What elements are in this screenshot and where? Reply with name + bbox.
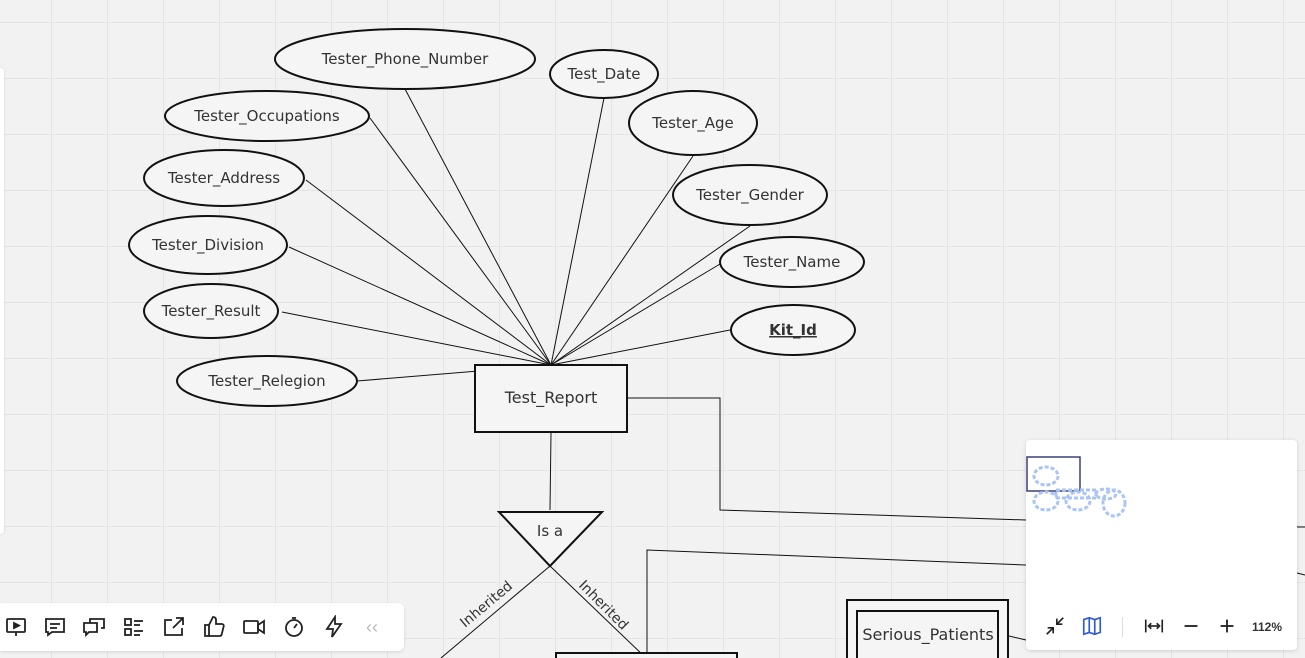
divider: [1122, 617, 1123, 637]
attributes: Tester_Phone_Number Test_Date Tester_Occ…: [128, 28, 865, 407]
attribute-label: Tester_Result: [161, 302, 261, 321]
attribute-label: Tester_Division: [151, 236, 264, 255]
left-side-panel[interactable]: [0, 68, 4, 534]
attribute-label: Tester_Age: [651, 114, 733, 133]
collapse-toolbar-button[interactable]: ‹‹: [366, 617, 378, 637]
attribute-occupations[interactable]: Tester_Occupations: [164, 90, 370, 142]
zoom-level[interactable]: 112%: [1252, 620, 1283, 634]
comment-icon[interactable]: [43, 615, 69, 641]
connector-kit: [550, 329, 731, 366]
isa-triangle[interactable]: Is a: [496, 511, 605, 568]
attribute-label: Tester_Relegion: [207, 372, 325, 391]
attribute-gender[interactable]: Tester_Gender: [672, 164, 828, 226]
zoom-out-icon[interactable]: [1180, 615, 1204, 639]
connector-relationship-2: [646, 549, 1027, 658]
connector-occupations: [369, 117, 552, 366]
zoom-controls: 112%: [1026, 611, 1297, 643]
connector-division: [288, 246, 552, 366]
attribute-label: Tester_Name: [743, 253, 841, 272]
connector-inherited-right: [549, 565, 647, 658]
present-icon[interactable]: [4, 615, 30, 641]
connector-relationship-2b: [1296, 572, 1305, 576]
attribute-division[interactable]: Tester_Division: [128, 215, 288, 275]
bolt-icon[interactable]: [322, 615, 348, 641]
bottom-toolbar: ‹‹: [0, 603, 404, 651]
attribute-label: Tester_Gender: [695, 186, 805, 205]
entity-test-report[interactable]: Test_Report: [474, 364, 628, 433]
attribute-date[interactable]: Test_Date: [549, 49, 659, 99]
attribute-relegion[interactable]: Tester_Relegion: [176, 355, 358, 407]
connector-gender: [550, 225, 751, 366]
connector-phone: [404, 88, 552, 366]
video-icon[interactable]: [242, 615, 268, 641]
zoom-in-icon[interactable]: [1216, 615, 1240, 639]
attribute-result[interactable]: Tester_Result: [143, 283, 279, 339]
connector-serious: [1008, 635, 1027, 641]
connector-name: [550, 263, 721, 366]
collapse-minimap-icon[interactable]: [1044, 615, 1068, 639]
attribute-label: Tester_Address: [167, 169, 280, 188]
connector-result: [281, 311, 552, 366]
connector-isa: [549, 432, 552, 511]
connector-age: [550, 155, 694, 366]
attribute-connectors: [281, 88, 1305, 658]
entity-label: Serious_Patients: [862, 625, 993, 645]
attribute-address[interactable]: Tester_Address: [143, 149, 305, 207]
attribute-phone[interactable]: Tester_Phone_Number: [274, 28, 536, 90]
entity-label: Test_Report: [504, 388, 598, 408]
entity-serious-patients[interactable]: Serious_Patients: [846, 599, 1009, 658]
minimap-viewport[interactable]: [1026, 456, 1081, 492]
connector-address: [305, 179, 552, 366]
chat-icon[interactable]: [82, 615, 108, 641]
connector-inherited-left: [440, 565, 551, 658]
edge-label-inherited-left: Inherited: [457, 578, 516, 631]
map-icon[interactable]: [1081, 615, 1105, 639]
attribute-label: Test_Date: [567, 65, 641, 84]
isa-label: Is a: [537, 522, 563, 540]
fit-width-icon[interactable]: [1143, 615, 1167, 639]
minimap-content: [1032, 465, 1127, 518]
list-icon[interactable]: [122, 615, 148, 641]
attribute-label-key: Kit_Id: [769, 321, 817, 339]
like-icon[interactable]: [202, 615, 228, 641]
attribute-age[interactable]: Tester_Age: [628, 90, 758, 156]
connector-date: [550, 97, 605, 366]
attribute-name[interactable]: Tester_Name: [719, 236, 865, 288]
share-icon[interactable]: [162, 615, 188, 641]
attribute-kit-id[interactable]: Kit_Id: [730, 304, 856, 356]
entity-partial-bottom[interactable]: [555, 652, 738, 658]
edge-label-inherited-right: Inherited: [575, 578, 631, 634]
attribute-label: Tester_Occupations: [193, 107, 340, 126]
minimap-panel: 112%: [1026, 440, 1297, 650]
connector-relationship-1: [628, 397, 1027, 521]
attribute-label: Tester_Phone_Number: [321, 50, 489, 69]
timer-icon[interactable]: [282, 615, 308, 641]
minimap-preview[interactable]: [1026, 456, 1297, 606]
